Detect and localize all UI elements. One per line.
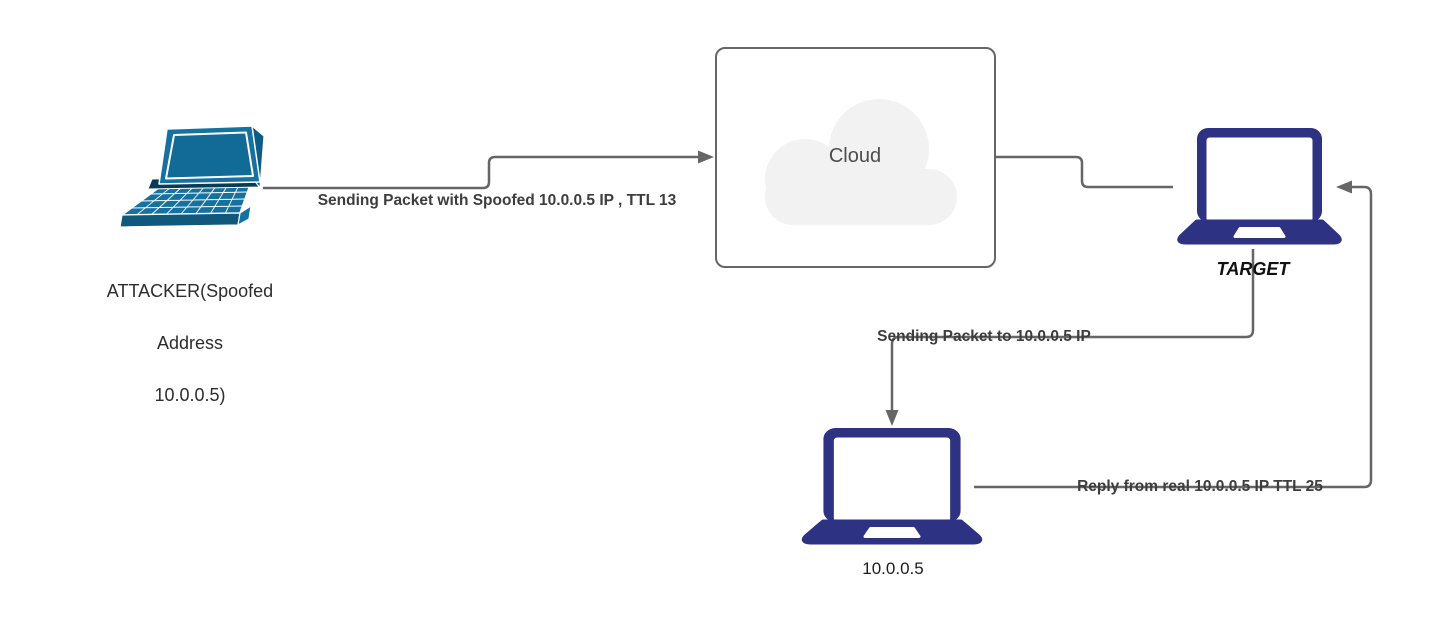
node-attacker xyxy=(110,124,270,239)
arrowhead-into-target-icon xyxy=(1336,180,1352,194)
attacker-label-line3: 10.0.0.5) xyxy=(154,385,226,405)
node-real-host xyxy=(796,428,988,548)
attacker-label-line2: Address xyxy=(156,333,224,353)
node-target xyxy=(1172,128,1347,248)
target-label: TARGET xyxy=(1216,259,1290,279)
arrowhead-into-real-host-icon xyxy=(885,410,899,426)
attacker-label-line1: ATTACKER(Spoofed xyxy=(106,281,274,301)
real-host-label: 10.0.0.5 xyxy=(862,559,924,578)
cloud-icon xyxy=(765,99,957,225)
edge-label-target-to-real-host: Sending Packet to 10.0.0.5 IP xyxy=(877,328,1091,345)
laptop-icon xyxy=(1177,128,1342,245)
laptop-3d-icon xyxy=(119,125,265,228)
edge-label-real-host-to-target: Reply from real 10.0.0.5 IP TTL 25 xyxy=(1077,478,1323,495)
arrowhead-into-cloud-icon xyxy=(698,150,714,164)
edge-cloud-to-target xyxy=(996,155,1173,189)
edge-label-attacker-to-cloud: Sending Packet with Spoofed 10.0.0.5 IP … xyxy=(317,192,677,209)
laptop-icon xyxy=(801,428,983,545)
node-cloud: Cloud xyxy=(715,47,996,268)
edge-target-to-real-host xyxy=(890,249,1255,411)
cloud-label: Cloud xyxy=(828,145,882,167)
edge-real-host-to-target xyxy=(974,185,1373,489)
edge-attacker-to-cloud xyxy=(263,155,699,190)
attacker-label: ATTACKER(Spoofed Address 10.0.0.5) xyxy=(75,252,305,408)
